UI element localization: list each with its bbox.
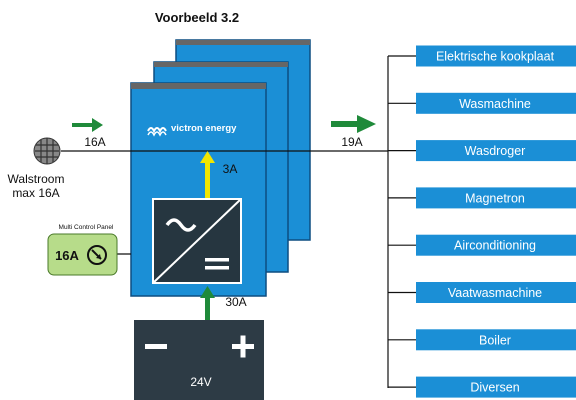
multiplus-device: victron energy: [130, 82, 267, 297]
device-top-strip: [131, 83, 266, 89]
diagram-title: Voorbeeld 3.2: [155, 10, 239, 25]
load-label: Airconditioning: [454, 239, 536, 253]
output-current-label: 19A: [341, 135, 362, 149]
load-box: [416, 234, 576, 256]
load-box: [416, 187, 576, 209]
shore-power-label: Walstroom: [8, 172, 65, 186]
load-box: [416, 282, 576, 303]
input-arrow-icon: [72, 118, 103, 132]
battery-current-label: 30A: [225, 295, 246, 309]
battery-plus-icon-v: [240, 335, 246, 358]
control-knob-icon: [87, 245, 107, 265]
load-box: [416, 140, 576, 162]
dc-line-icon-bottom: [205, 266, 229, 270]
load-box: [416, 92, 576, 114]
control-panel: [47, 233, 118, 276]
battery-arrow-icon: [200, 286, 215, 321]
load-label: Boiler: [479, 333, 511, 347]
load-label: Elektrische kookplaat: [436, 50, 555, 64]
device-brand-label: victron energy: [171, 123, 237, 134]
input-current-label: 16A: [84, 135, 105, 149]
load-label: Wasdroger: [465, 144, 526, 158]
device-unit-back-3-strip: [176, 40, 310, 45]
battery-body: [134, 320, 264, 400]
ac-sine-icon: [165, 218, 197, 232]
control-panel-title: Multi Control Panel: [59, 224, 114, 231]
battery-minus-icon: [145, 344, 167, 349]
battery: 24V: [134, 320, 264, 400]
load-list: Elektrische kookplaatWasmachineWasdroger…: [388, 45, 576, 398]
control-panel-setting: 16A: [55, 248, 79, 263]
load-box: [416, 45, 576, 67]
inverter-assist-arrow-icon: [200, 151, 215, 198]
load-label: Diversen: [470, 381, 519, 395]
shore-power-connector: [33, 137, 61, 165]
inverter-divider: [152, 198, 242, 284]
shore-power-limit-label: max 16A: [12, 186, 59, 200]
victron-logo-icon: [147, 127, 167, 137]
load-box: [416, 329, 576, 351]
battery-voltage-label: 24V: [190, 375, 211, 389]
load-box: [416, 376, 576, 398]
load-label: Magnetron: [465, 191, 525, 205]
load-label: Vaatwasmachine: [448, 286, 542, 300]
dc-line-icon-top: [205, 258, 229, 262]
output-arrow-icon: [331, 115, 376, 133]
inverter-assist-current-label: 3A: [223, 162, 238, 176]
device-unit-back-2-strip: [154, 62, 288, 67]
load-label: Wasmachine: [459, 97, 531, 111]
